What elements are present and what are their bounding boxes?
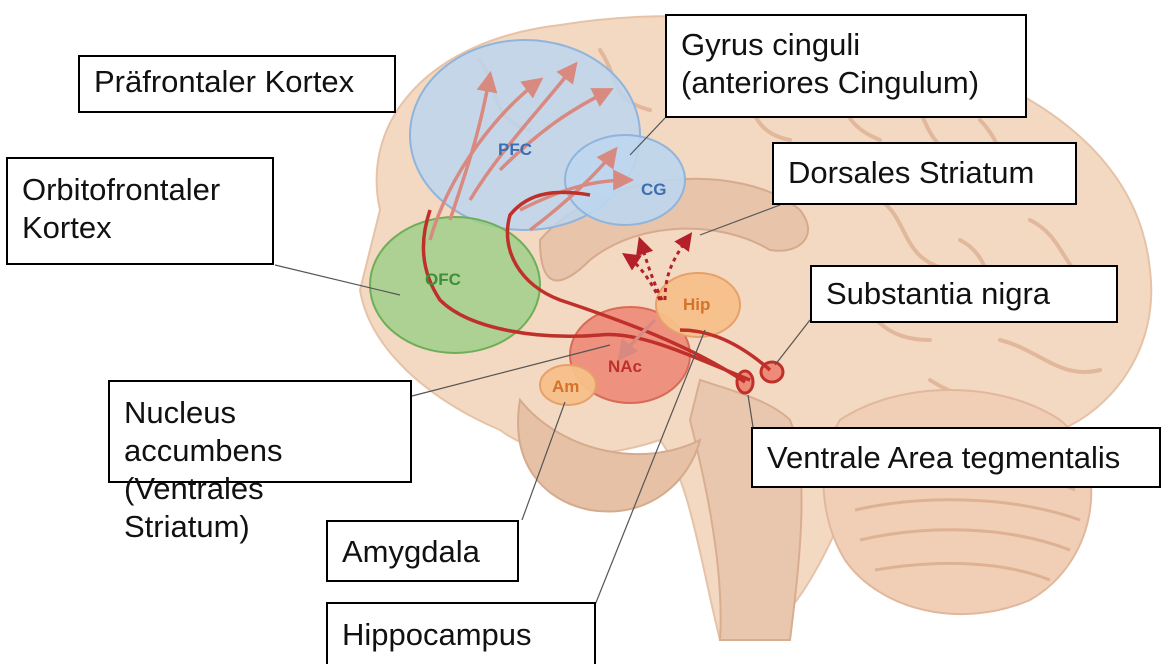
label-praefrontaler-kortex: Präfrontaler Kortex [78,55,396,113]
label-orbitofrontaler-kortex: Orbitofrontaler Kortex [6,157,274,265]
am-abbr: Am [552,377,579,396]
cg-abbr: CG [641,180,667,199]
label-nucleus-accumbens: Nucleus accumbens (Ventrales Striatum) [108,380,412,483]
ofc-abbr: OFC [425,270,461,289]
cerebellum-shape [824,390,1092,614]
label-ventrale-area-tegmentalis: Ventrale Area tegmentalis [751,427,1161,488]
label-hippocampus: Hippocampus [326,602,596,664]
pfc-abbr: PFC [498,140,532,159]
label-amygdala: Amygdala [326,520,519,582]
label-dorsales-striatum: Dorsales Striatum [772,142,1077,205]
label-substantia-nigra: Substantia nigra [810,265,1118,323]
nac-abbr: NAc [608,357,642,376]
hip-abbr: Hip [683,295,710,314]
label-gyrus-cinguli: Gyrus cinguli (anteriores Cingulum) [665,14,1027,118]
